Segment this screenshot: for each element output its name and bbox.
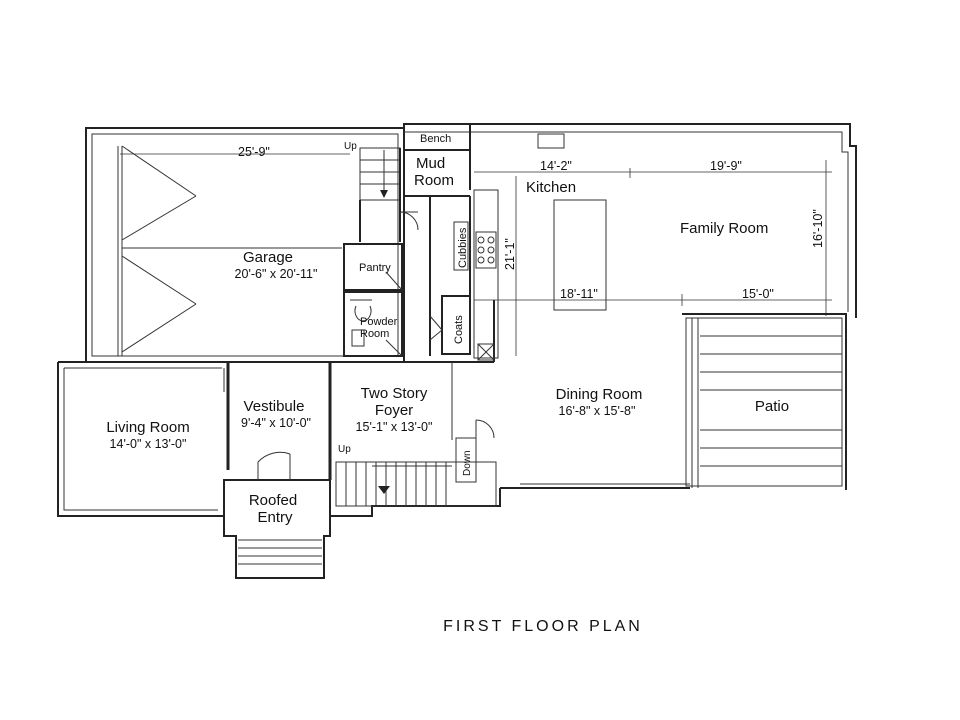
roofed-entry-label-line1: Roofed <box>249 492 297 509</box>
foyer-label-line2: Foyer <box>375 402 413 419</box>
foyer-label-line1: Two Story <box>361 385 428 402</box>
entry-steps <box>223 451 331 579</box>
island-width-dimension: 18'-11" <box>560 287 598 301</box>
powder-room-label-line1: Powder <box>360 316 398 328</box>
dining-room-label: Dining Room <box>556 386 643 403</box>
mud-room-walls <box>343 124 565 361</box>
living-room-size: 14'-0" x 13'-0" <box>110 437 187 451</box>
kitchen-depth-dimension: 21'-1" <box>503 238 517 270</box>
kitchen-width-dimension: 14'-2" <box>540 159 572 173</box>
garage-size: 20'-6" x 20'-11" <box>235 267 318 281</box>
dining-room-size: 16'-8" x 15'-8" <box>559 404 636 418</box>
family-bottom-dimension: 15'-0" <box>742 287 774 301</box>
vestibule-label: Vestibule <box>244 398 305 415</box>
cubbies-label: Cubbies <box>457 227 469 268</box>
pantry-label: Pantry <box>359 262 391 274</box>
coats-label: Coats <box>453 315 465 344</box>
family-room-label: Family Room <box>680 220 768 237</box>
dimension-labels: 25'-9" 14'-2" 19'-9" 21'-1" 16'-10" 18'-… <box>238 145 825 301</box>
foyer-size: 15'-1" x 13'-0" <box>356 420 433 434</box>
kitchen-label: Kitchen <box>526 179 576 196</box>
foyer-stair <box>335 419 497 507</box>
family-width-dimension: 19'-9" <box>710 159 742 173</box>
family-depth-dimension: 16'-10" <box>811 209 825 248</box>
mud-room-label-line1: Mud <box>416 155 445 172</box>
garage-width-dimension: 25'-9" <box>238 145 270 159</box>
plan-title: FIRST FLOOR PLAN <box>443 618 643 635</box>
garage-label: Garage <box>243 249 293 266</box>
foyer-stair-up-label: Up <box>338 444 351 455</box>
patio-deck <box>682 313 847 490</box>
room-labels: Garage 20'-6" x 20'-11" Bench Mud Room K… <box>106 133 789 526</box>
patio-label: Patio <box>755 398 789 415</box>
dimension-lines <box>120 153 832 356</box>
garage-doors <box>117 145 342 356</box>
mud-room-label-line2: Room <box>414 172 454 189</box>
kitchen-island <box>553 199 607 311</box>
bench-label: Bench <box>420 133 451 145</box>
garage-stair-up-label: Up <box>344 141 357 152</box>
foyer-stair-down-label: Down <box>462 450 473 476</box>
living-room-label: Living Room <box>106 419 189 436</box>
roofed-entry-label-line2: Entry <box>257 509 293 526</box>
vestibule-size: 9'-4" x 10'-0" <box>241 416 311 430</box>
powder-room-label-line2: Room <box>360 328 389 340</box>
stair-labels: Up Up Down <box>338 141 473 476</box>
